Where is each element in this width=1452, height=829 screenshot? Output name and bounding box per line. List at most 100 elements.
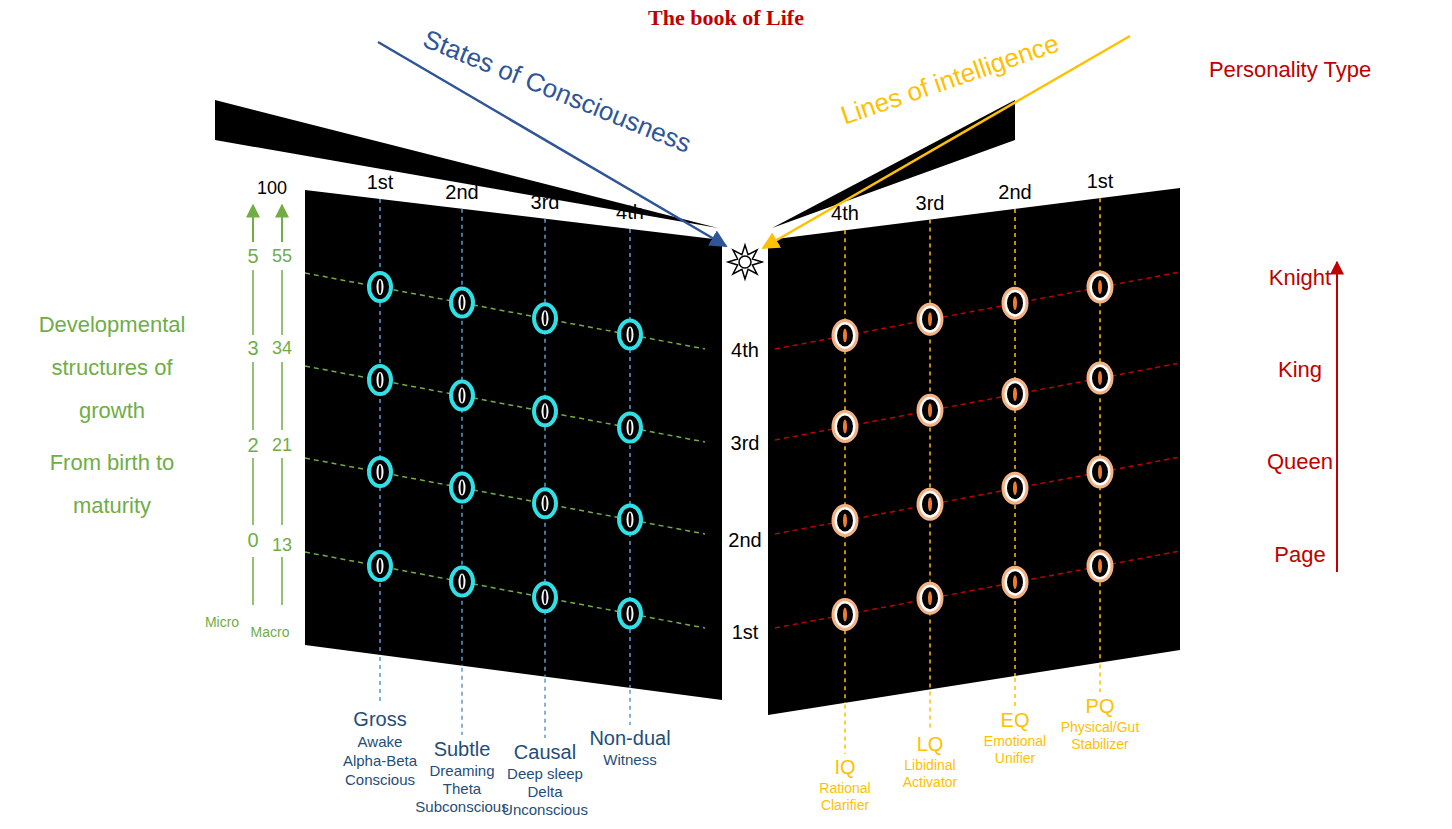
left-page <box>305 190 722 700</box>
intelligence-name: PQ <box>1086 695 1115 718</box>
intelligence-eye <box>918 489 942 519</box>
column-number: 2nd <box>445 181 478 204</box>
scale-number: 13 <box>272 535 292 556</box>
column-line <box>1014 209 1016 676</box>
intelligence-eye <box>1088 272 1112 302</box>
axis-line <box>281 270 283 335</box>
personality-arrow <box>1336 262 1338 572</box>
axis-line <box>281 458 283 525</box>
state-eye <box>619 600 641 628</box>
intelligence-eye <box>833 599 857 629</box>
intelligence-eye <box>833 411 857 441</box>
intelligence-eye <box>918 395 942 425</box>
row-line <box>305 366 705 442</box>
axis-arrow <box>281 205 283 242</box>
column-number: 3rd <box>531 191 560 214</box>
intelligence-eye <box>833 320 857 350</box>
type-name: Page <box>1274 542 1325 567</box>
axis-line <box>252 458 254 525</box>
state-eye <box>451 289 473 317</box>
state-eye <box>451 382 473 410</box>
state-description: Witness <box>580 751 680 769</box>
state-eye <box>369 552 391 580</box>
type-name: Queen <box>1267 449 1333 474</box>
axis-line <box>281 557 283 605</box>
intelligence-name: LQ <box>917 733 944 756</box>
state-eye <box>534 304 556 332</box>
leader-line <box>929 691 931 731</box>
type-name: King <box>1278 357 1322 382</box>
intelligence-name: EQ <box>1001 709 1030 732</box>
state-eye <box>534 397 556 425</box>
intelligence-description: Libidinal Activator <box>888 757 973 791</box>
scale-number: 0 <box>247 529 258 552</box>
intelligence-eye <box>1088 363 1112 393</box>
intelligence-eye <box>1088 457 1112 487</box>
scale-number: 5 <box>247 245 258 268</box>
intelligence-eye <box>918 583 942 613</box>
state-eye <box>619 506 641 534</box>
row-line <box>305 552 705 628</box>
state-eye <box>369 458 391 486</box>
axis-line <box>252 270 254 335</box>
state-eye <box>619 414 641 442</box>
state-name: Gross <box>353 708 406 731</box>
axis-title: Lines of intelligence <box>837 29 1063 132</box>
intelligence-description: Emotional Unifier <box>973 733 1058 767</box>
column-number: 4th <box>831 202 859 225</box>
column-line <box>844 230 846 703</box>
column-line <box>379 199 381 655</box>
leader-line <box>1099 665 1101 692</box>
state-eye <box>369 366 391 394</box>
axis-line <box>281 362 283 430</box>
scale-number: 21 <box>272 435 292 456</box>
star-symbol <box>739 256 751 268</box>
row-number: 1st <box>732 621 759 644</box>
scale-name: Micro <box>205 614 239 630</box>
column-number: 3rd <box>916 192 945 215</box>
leader-line <box>844 705 846 754</box>
column-line <box>929 220 931 690</box>
right-page <box>768 188 1180 715</box>
scale-number: 3 <box>247 337 258 360</box>
state-eye <box>534 489 556 517</box>
intelligence-eye <box>1088 551 1112 581</box>
state-eye <box>619 321 641 349</box>
scale-number: 55 <box>272 246 292 267</box>
column-line <box>629 229 631 688</box>
intelligence-eye <box>1003 567 1027 597</box>
column-number: 4th <box>616 201 644 224</box>
intelligence-description: Physical/Gut Stabilizer <box>1050 719 1150 753</box>
axis-title: Developmental structures of growth <box>30 303 195 432</box>
scale-number: 2 <box>247 434 258 457</box>
intelligence-eye <box>918 304 942 334</box>
axis-title: From birth to maturity <box>30 441 195 527</box>
page-wedge <box>772 100 1015 228</box>
row-number: 4th <box>731 339 759 362</box>
state-eye <box>451 474 473 502</box>
column-line <box>1099 198 1101 662</box>
state-name: Causal <box>514 741 576 764</box>
axis-title: States of Consciousness <box>419 25 696 160</box>
state-eye <box>534 583 556 611</box>
column-number: 1st <box>367 171 394 194</box>
row-number: 2nd <box>728 529 761 552</box>
intelligence-eye <box>1003 473 1027 503</box>
scale-name: Macro <box>251 624 290 640</box>
leader-line <box>461 668 463 735</box>
axis-line <box>252 557 254 605</box>
row-line <box>305 458 705 534</box>
type-name: Knight <box>1269 265 1331 290</box>
axis-arrow <box>252 205 254 242</box>
row-number: 3rd <box>731 432 760 455</box>
intelligence-eye <box>833 505 857 535</box>
leader-line <box>1014 678 1016 706</box>
intelligence-description: Rational Clarifier <box>805 780 885 814</box>
diagram-title: The book of Life <box>648 5 804 30</box>
leader-line <box>629 690 631 725</box>
column-number: 2nd <box>998 181 1031 204</box>
leader-line <box>544 679 546 738</box>
star-symbol <box>728 245 762 279</box>
axis-line <box>252 362 254 430</box>
